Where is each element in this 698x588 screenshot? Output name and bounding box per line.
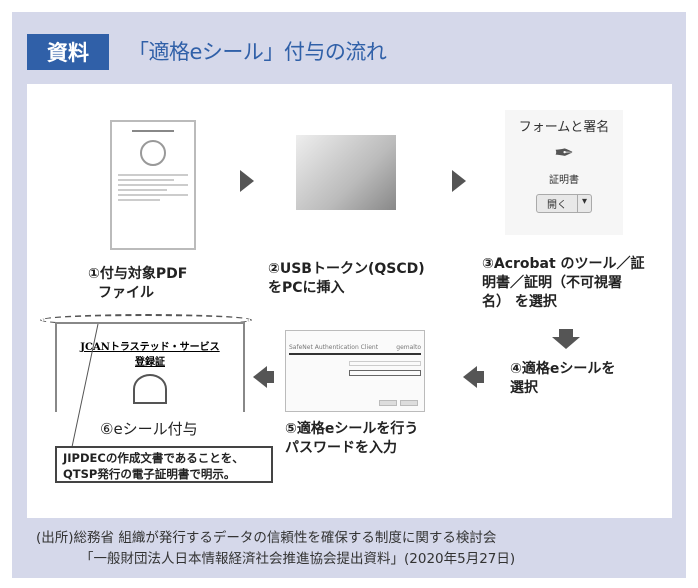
arrow-down-icon [552, 337, 580, 349]
arrow-right-icon [452, 170, 466, 192]
step-2-label: ②USBトークン(QSCD)をPCに挿入 [268, 261, 425, 296]
step-3-label: ③Acrobat のツール／証明書／証明（不可視署名） を選択 [482, 256, 645, 310]
pen-certificate-icon: ✒ [553, 139, 575, 167]
step-6-label: ⑥eシール付与 [100, 420, 198, 438]
source-line-2: 「一般財団法人日本情報経済社会推進協会提出資料」(2020年5月27日) [80, 551, 516, 567]
open-button[interactable]: 開く▾ [535, 194, 593, 213]
figure-title: 「適格eシール」付与の流れ [128, 40, 387, 64]
arrow-left-icon [253, 366, 267, 388]
signed-certificate-image: JCANトラステッド・サービス 登録証 [55, 322, 245, 412]
dropdown-icon[interactable]: ▾ [581, 196, 588, 207]
step-4-label: ④適格eシールを選択 [510, 361, 616, 396]
arrow-left-icon [463, 366, 477, 388]
arrow-right-icon [240, 170, 254, 192]
pdf-document-image [110, 120, 196, 250]
note-box: JIPDECの作成文書であることを、QTSP発行の電子証明書で明示。 [55, 446, 273, 483]
acrobat-panel: フォームと署名 ✒ 証明書 開く▾ [505, 110, 623, 235]
usb-token-photo [296, 135, 396, 210]
step-5-label: ⑤適格eシールを行うパスワードを入力 [285, 421, 419, 456]
figure-badge: 資料 [27, 34, 109, 70]
source-line-1: (出所)総務省 組織が発行するデータの信頼性を確保する制度に関する検討会 [36, 530, 497, 546]
seal-icon [140, 140, 166, 166]
globe-seal-icon [133, 374, 167, 404]
